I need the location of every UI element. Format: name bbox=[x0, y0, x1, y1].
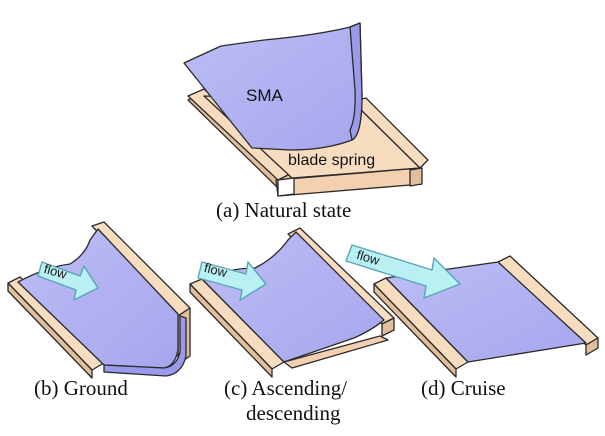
sma-sheet-a bbox=[183, 22, 363, 151]
panel-b-ground bbox=[7, 221, 191, 379]
blade-spring-d bbox=[373, 255, 599, 378]
blade-spring-b bbox=[7, 221, 191, 379]
sma-sheet-b bbox=[17, 228, 187, 377]
flow-arrow-d bbox=[345, 244, 461, 299]
caption-ascending-line1: (c) Ascending/ bbox=[224, 376, 348, 400]
flow-arrow-c bbox=[197, 261, 267, 301]
caption-cruise: (d) Cruise bbox=[421, 376, 506, 400]
caption-natural-state: (a) Natural state bbox=[216, 198, 352, 222]
panel-c-ascending bbox=[189, 227, 395, 378]
caption-ground: (b) Ground bbox=[34, 376, 128, 400]
panel-a-natural-state bbox=[183, 22, 429, 197]
blade-spring-label: blade spring bbox=[288, 152, 376, 169]
flow-arrow-b bbox=[37, 261, 99, 301]
sma-label: SMA bbox=[246, 86, 283, 105]
caption-ascending-line2: descending bbox=[246, 401, 341, 425]
panel-d-cruise bbox=[345, 244, 599, 378]
